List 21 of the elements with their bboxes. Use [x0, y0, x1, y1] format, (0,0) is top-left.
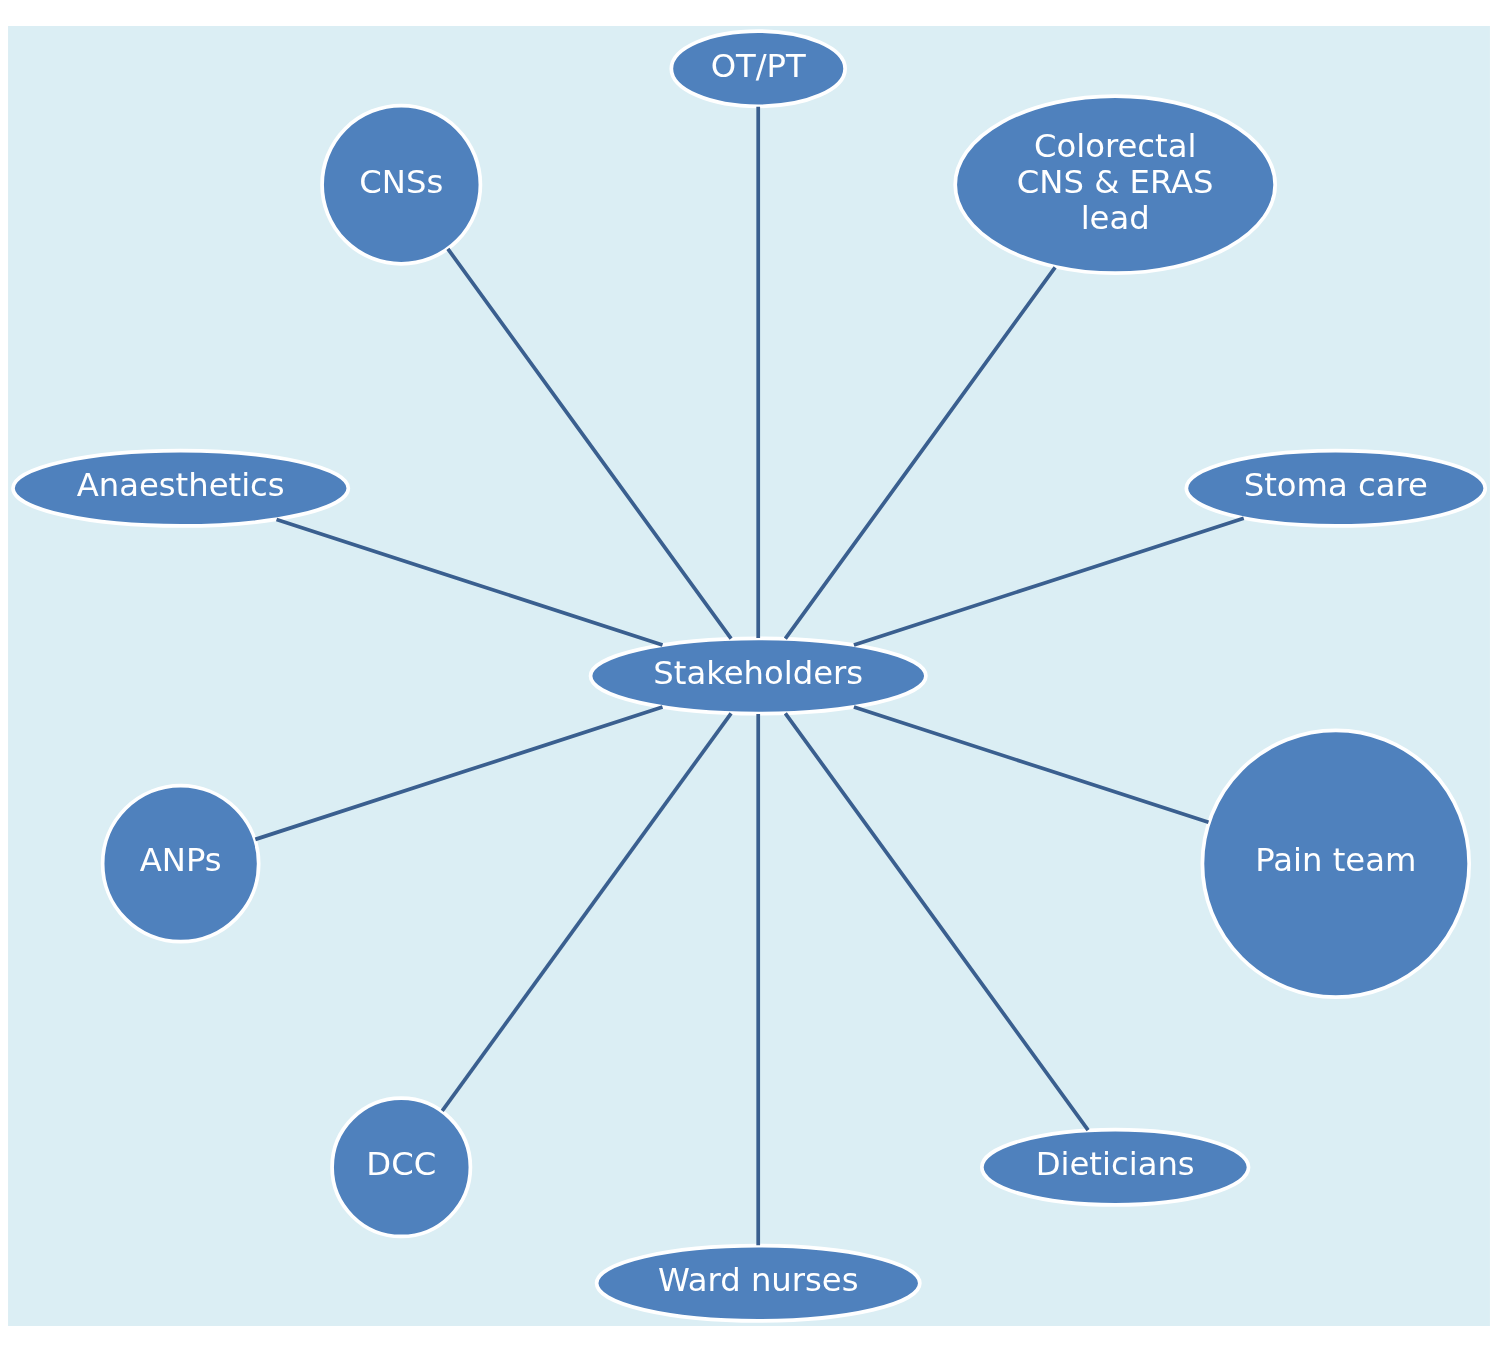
connector [756, 713, 761, 1245]
connector [756, 106, 761, 638]
node-ellipse: Dieticians [979, 1127, 1251, 1207]
connector [853, 515, 1245, 647]
connector [254, 704, 664, 841]
node-circle: DCC [330, 1095, 473, 1238]
node-ellipse: Stoma care [1184, 448, 1488, 528]
node-ellipse: Ward nurses [594, 1243, 922, 1323]
node-circle: CNSs [320, 103, 483, 266]
node-circle: Pain team [1200, 727, 1471, 999]
connector [446, 247, 733, 640]
node-ellipse: Anaesthetics [11, 448, 351, 528]
connector [853, 704, 1210, 824]
connector [783, 265, 1057, 640]
connector [783, 711, 1090, 1131]
connector [275, 517, 664, 647]
node-ellipse: Colorectal CNS & ERAS lead [953, 93, 1277, 275]
node-circle: ANPs [100, 783, 261, 944]
node-ellipse: OT/PT [669, 28, 847, 108]
node-ellipse: Stakeholders [588, 636, 928, 715]
connector [440, 711, 733, 1112]
